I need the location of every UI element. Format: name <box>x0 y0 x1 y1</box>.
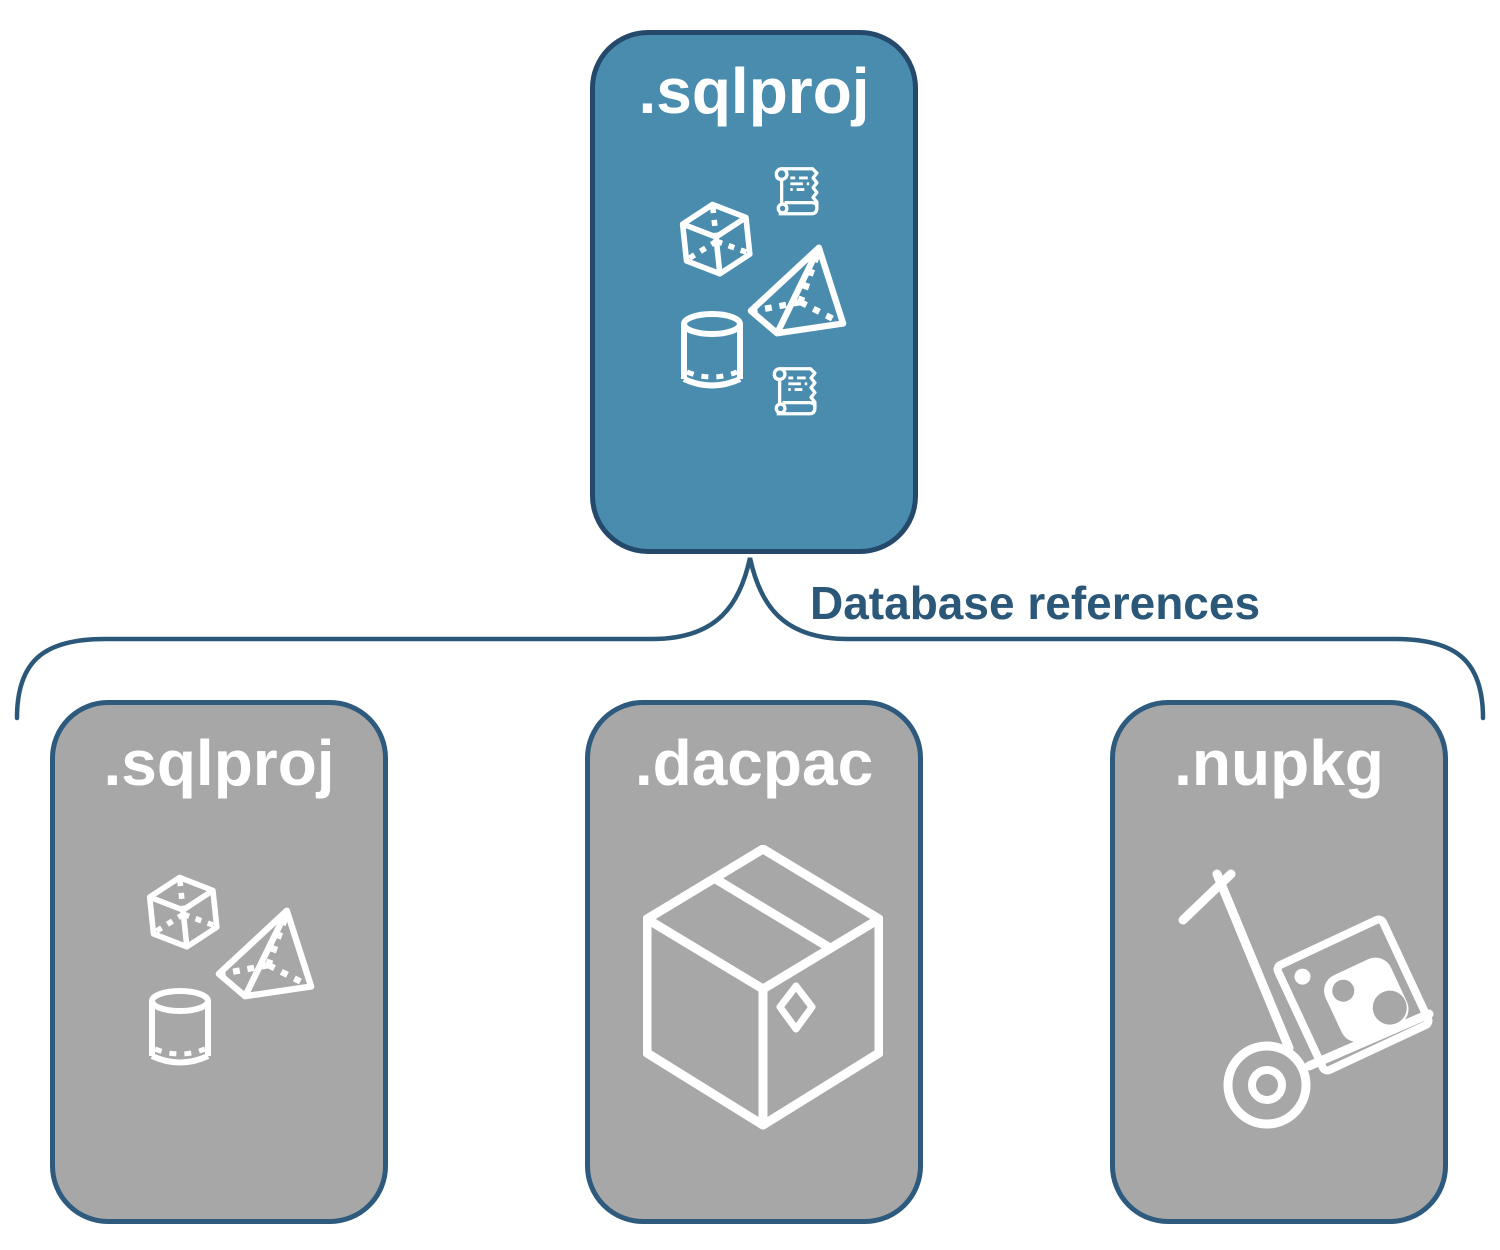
connector-path <box>14 557 1486 721</box>
connector-label: Database references <box>810 577 1261 629</box>
hand-truck-nuget-package-icon <box>1175 860 1455 1130</box>
root-box-sqlproj: .sqlproj <box>590 30 918 554</box>
cube-icon <box>140 866 226 954</box>
pyramid-icon <box>745 238 849 340</box>
child-box-title: .nupkg <box>1174 727 1384 799</box>
cube-icon <box>673 193 759 281</box>
child-box-title: .dacpac <box>634 727 874 799</box>
cylinder-icon <box>677 311 747 395</box>
hand-truck-wheel <box>1223 1041 1311 1129</box>
hand-truck-toe-plate <box>1304 1009 1434 1071</box>
package-box-icon <box>643 845 883 1130</box>
child-box-dacpac: .dacpac <box>585 700 923 1224</box>
hand-truck-handle <box>1178 869 1294 1053</box>
scroll-icon <box>769 363 827 420</box>
pyramid-icon <box>213 901 317 1003</box>
child-box-nupkg: .nupkg <box>1110 700 1448 1224</box>
scroll-icon <box>771 163 829 220</box>
child-box-title: .sqlproj <box>103 727 335 799</box>
child-box-sqlproj: .sqlproj <box>50 700 388 1224</box>
cylinder-icon <box>145 988 215 1072</box>
root-box-title: .sqlproj <box>638 55 870 127</box>
nuget-package <box>1273 915 1433 1075</box>
